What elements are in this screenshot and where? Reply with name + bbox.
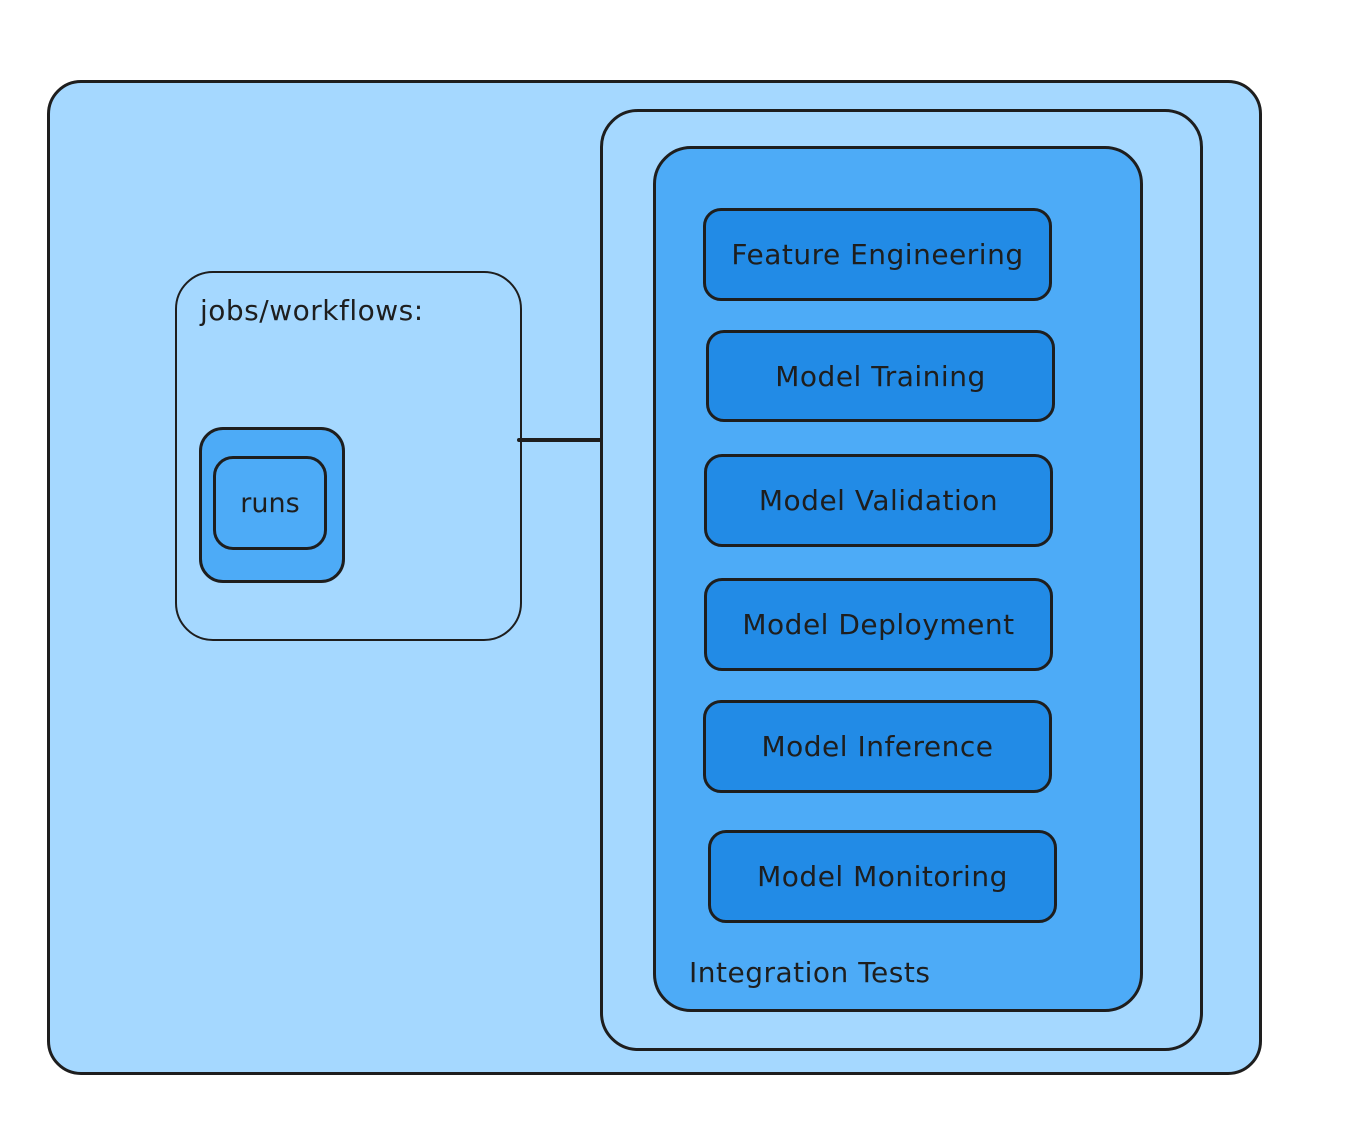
step-label: Feature Engineering xyxy=(731,238,1024,271)
runs-box: runs xyxy=(213,456,327,550)
runs-label: runs xyxy=(240,487,300,519)
step-model-inference: Model Inference xyxy=(703,700,1052,793)
step-model-monitoring: Model Monitoring xyxy=(708,830,1057,923)
step-label: Model Training xyxy=(775,359,986,393)
integration-tests-label: Integration Tests xyxy=(689,956,931,989)
step-feature-engineering: Feature Engineering xyxy=(703,208,1052,301)
step-label: Model Deployment xyxy=(742,608,1015,641)
step-label: Model Inference xyxy=(761,730,994,763)
step-label: Model Monitoring xyxy=(757,860,1008,893)
jobs-workflows-label: jobs/workflows: xyxy=(200,294,424,327)
step-model-validation: Model Validation xyxy=(704,454,1053,547)
step-label: Model Validation xyxy=(758,484,999,517)
step-model-training: Model Training xyxy=(706,330,1055,422)
step-model-deployment: Model Deployment xyxy=(704,578,1053,671)
